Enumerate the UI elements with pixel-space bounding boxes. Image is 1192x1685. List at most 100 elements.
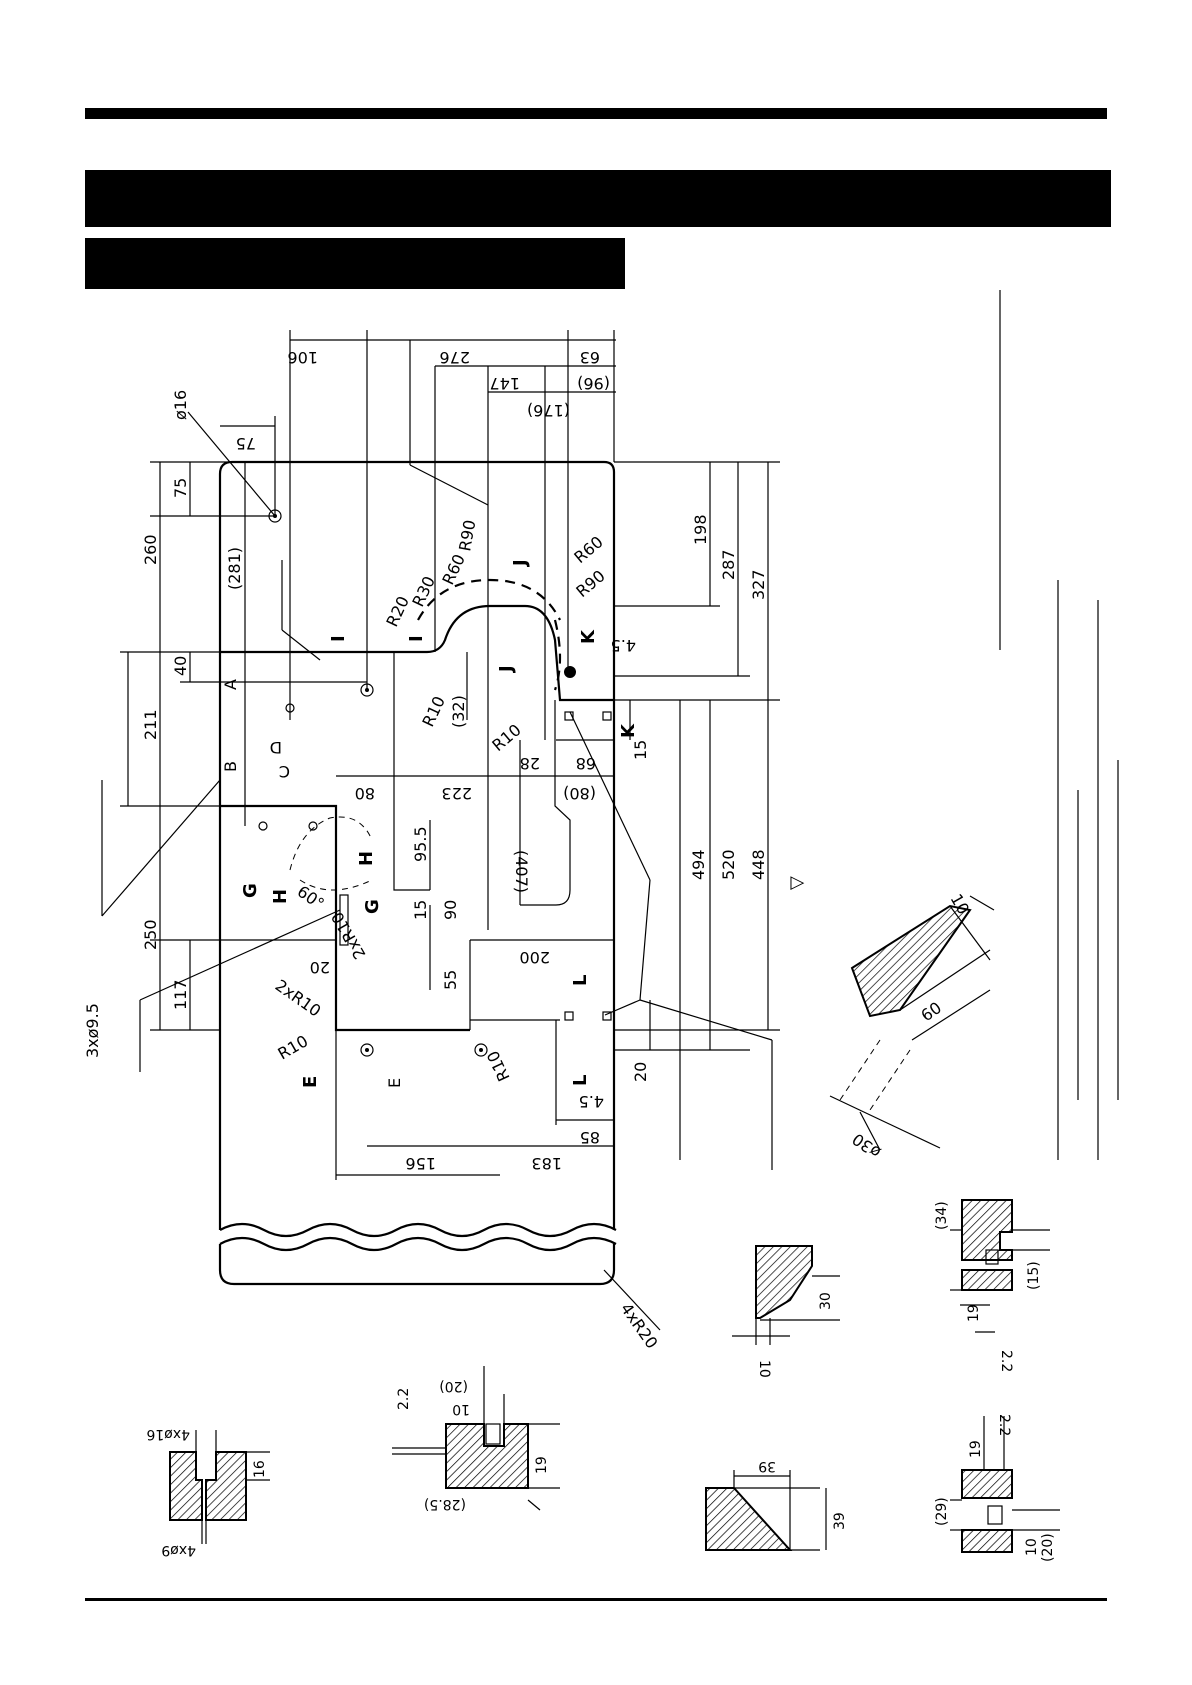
section39-39-right: 39 — [832, 1512, 848, 1530]
dimension-lines — [101, 290, 1119, 1331]
hole-16-label: ø16 — [171, 390, 190, 420]
dim-96: (96) — [577, 374, 610, 393]
detail-section-39: 39 39 — [705, 1458, 848, 1551]
dim-117: 117 — [171, 979, 190, 1010]
marker-k-bottom: K — [618, 723, 639, 738]
dim-20-right: 20 — [631, 1062, 650, 1082]
dim-15: 15 — [411, 900, 430, 920]
label-b: B — [221, 761, 240, 772]
radius-r10-a: R10 — [418, 693, 449, 730]
detail-section-34: (34) (15) 19 2.2 — [934, 1199, 1050, 1372]
radius-r30: R30 — [408, 573, 439, 610]
marker-l-bottom: L — [570, 1075, 591, 1086]
title-bar — [85, 170, 1111, 227]
dim-327: 327 — [749, 569, 768, 600]
radius-r10-b: R10 — [488, 720, 524, 755]
radius-r90-right: R90 — [572, 566, 608, 601]
detail-section-holes: 4xø16 16 4xø9 — [146, 1426, 270, 1558]
section20-28-5: (28.5) — [424, 1496, 466, 1512]
dim-32: (32) — [449, 695, 468, 728]
dim-156: 156 — [405, 1154, 436, 1173]
marker-i-left: I — [328, 635, 349, 642]
dim-448: 448 — [749, 849, 768, 880]
dim-85: 85 — [580, 1128, 600, 1147]
section34-15: (15) — [1026, 1261, 1042, 1290]
holes-4x16: 4xø16 — [146, 1426, 190, 1442]
section20-20: (20) — [439, 1378, 468, 1394]
marker-l-top: L — [570, 975, 591, 986]
detail-section-20: (20) 10 2.2 19 (28.5) — [392, 1366, 560, 1512]
dim-250: 250 — [141, 919, 160, 950]
angle-60: 60° — [294, 882, 328, 914]
section20-19: 19 — [534, 1456, 550, 1474]
dim-95-5: 95.5 — [411, 826, 430, 862]
section30-10: 10 — [756, 1360, 772, 1378]
dim-211: 211 — [141, 709, 160, 740]
section20-10: 10 — [452, 1401, 470, 1417]
radius-2xr10-a: 2xR10 — [272, 976, 325, 1021]
holes-16: 16 — [252, 1460, 268, 1478]
dim-281: (281) — [225, 547, 244, 590]
dim-260: 260 — [141, 534, 160, 565]
bottom-rule — [85, 1598, 1107, 1601]
section29-19: 19 — [968, 1440, 984, 1458]
dim-63: 63 — [580, 348, 600, 367]
marker-h-left: H — [270, 889, 291, 904]
dim-287: 287 — [719, 549, 738, 580]
dim-494: 494 — [689, 849, 708, 880]
hole-9-5-label: 3xø9.5 — [83, 1003, 102, 1058]
dim-106: 106 — [287, 348, 318, 367]
dim-520: 520 — [719, 849, 738, 880]
subtitle-bar — [85, 238, 625, 289]
detail-section-30: 30 10 — [732, 1245, 840, 1378]
dim-40: 40 — [171, 656, 190, 676]
dim-4-5-bottom: 4.5 — [579, 1092, 604, 1111]
dim-15-k: 15 — [631, 740, 650, 760]
radius-r20: R20 — [382, 593, 413, 630]
detail-section-29: 2.2 19 (29) 10 (20) — [934, 1414, 1060, 1562]
radius-r10-d: R10 — [483, 1048, 514, 1085]
dim-176: (176) — [527, 401, 570, 420]
marker-j-top: J — [510, 559, 531, 568]
radius-r90-left: R90 — [455, 518, 479, 552]
dim-198: 198 — [691, 514, 710, 545]
marker-e-bold: E — [300, 1076, 321, 1088]
holes-4x9: 4xø9 — [161, 1542, 196, 1558]
section29-29: (29) — [934, 1497, 950, 1526]
dim-20-left: 20 — [310, 958, 330, 977]
section34-19: 19 — [966, 1304, 982, 1322]
dim-147: 147 — [489, 374, 520, 393]
dim-4-5-top: 4.5 — [611, 636, 636, 655]
label-c: C — [279, 762, 290, 781]
radius-r10-c: R10 — [275, 1031, 312, 1063]
dim-80-paren: (80) — [563, 784, 596, 803]
marker-h-right: H — [356, 851, 377, 866]
dim-28: 28 — [520, 754, 540, 773]
dim-183: 183 — [531, 1154, 562, 1173]
dim-55: 55 — [441, 970, 460, 990]
section30-30: 30 — [818, 1292, 834, 1310]
dim-68: 68 — [576, 754, 596, 773]
holes — [258, 509, 612, 1057]
section29-10: 10 — [1024, 1538, 1040, 1556]
dim-80: 80 — [355, 784, 375, 803]
marker-g-right: G — [362, 899, 383, 914]
top-rule — [85, 108, 1107, 119]
section29-2-2: 2.2 — [996, 1414, 1012, 1436]
detail-bevel: 10 60 ø30 — [829, 891, 995, 1162]
radius-r60-right: R60 — [570, 532, 606, 567]
section34-2-2: 2.2 — [998, 1350, 1014, 1372]
section34-34: (34) — [934, 1201, 950, 1230]
marker-i-right: I — [406, 635, 427, 642]
radius-r60-left: R60 — [438, 551, 469, 588]
section20-2-2: 2.2 — [396, 1388, 412, 1410]
main-drawing-labels: 106 276 63 147 (96) (176) 75 75 260 (281… — [83, 348, 807, 1352]
dim-200: 200 — [519, 948, 550, 967]
label-a: A — [221, 679, 240, 690]
section29-20: (20) — [1040, 1533, 1056, 1562]
marker-e-thin: E — [385, 1078, 404, 1088]
dim-90: 90 — [441, 900, 460, 920]
table-outline — [218, 460, 617, 1286]
label-d: D — [270, 738, 282, 757]
